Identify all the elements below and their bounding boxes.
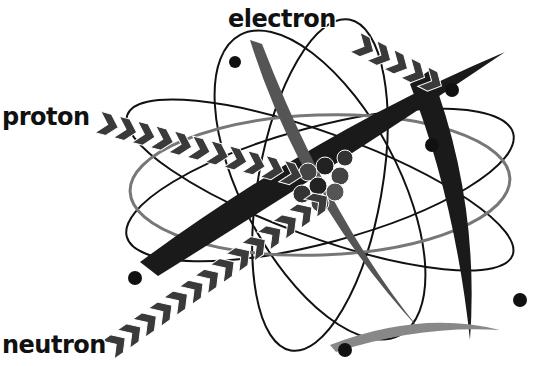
swooshes <box>140 40 505 352</box>
neutron-arrow <box>102 187 334 359</box>
part-label: proton <box>2 104 90 130</box>
part-label: neutron <box>2 332 106 358</box>
proton-arrow <box>95 111 305 187</box>
electrons <box>128 56 527 357</box>
electron-arrow <box>350 32 446 96</box>
orbits <box>110 0 531 366</box>
part-label: electron <box>228 6 336 32</box>
